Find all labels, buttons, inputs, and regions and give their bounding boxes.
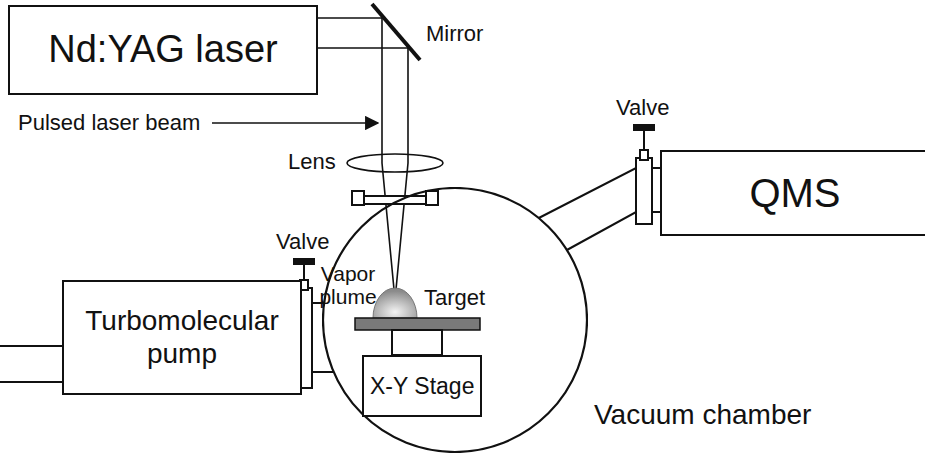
plume-label: Vapor plume [316, 262, 380, 308]
stage-box: X-Y Stage [362, 355, 482, 417]
box-label: Nd:YAG laser [48, 28, 277, 72]
mirror [372, 4, 420, 60]
lens [347, 154, 443, 172]
part-label: Mirror [426, 22, 483, 46]
valve-label: Valve [616, 96, 669, 120]
box-label: QMS [749, 170, 840, 216]
box-label: X-Y Stage [370, 373, 474, 399]
chamber-label: Vacuum chamber [594, 399, 811, 431]
exhaust-pipe [0, 346, 62, 382]
vapor-plume [373, 288, 417, 318]
valve-symbol [634, 125, 654, 224]
pointer-arrow [212, 122, 378, 124]
qms-box: QMS [660, 150, 925, 236]
target [355, 318, 480, 330]
valve-label: Valve [276, 230, 329, 254]
vacuum-chamber: Vacuum chamberX-Y Stage [322, 187, 588, 453]
part-label: Lens [288, 150, 336, 174]
beam-label: Pulsed laser beam [18, 111, 200, 135]
box-label: Turbomolecular pump [64, 305, 300, 369]
target-label: Target [424, 286, 485, 310]
laser-box: Nd:YAG laser [8, 5, 318, 95]
stage-holder [392, 330, 442, 355]
pump-box: Turbomolecular pump [62, 280, 302, 395]
